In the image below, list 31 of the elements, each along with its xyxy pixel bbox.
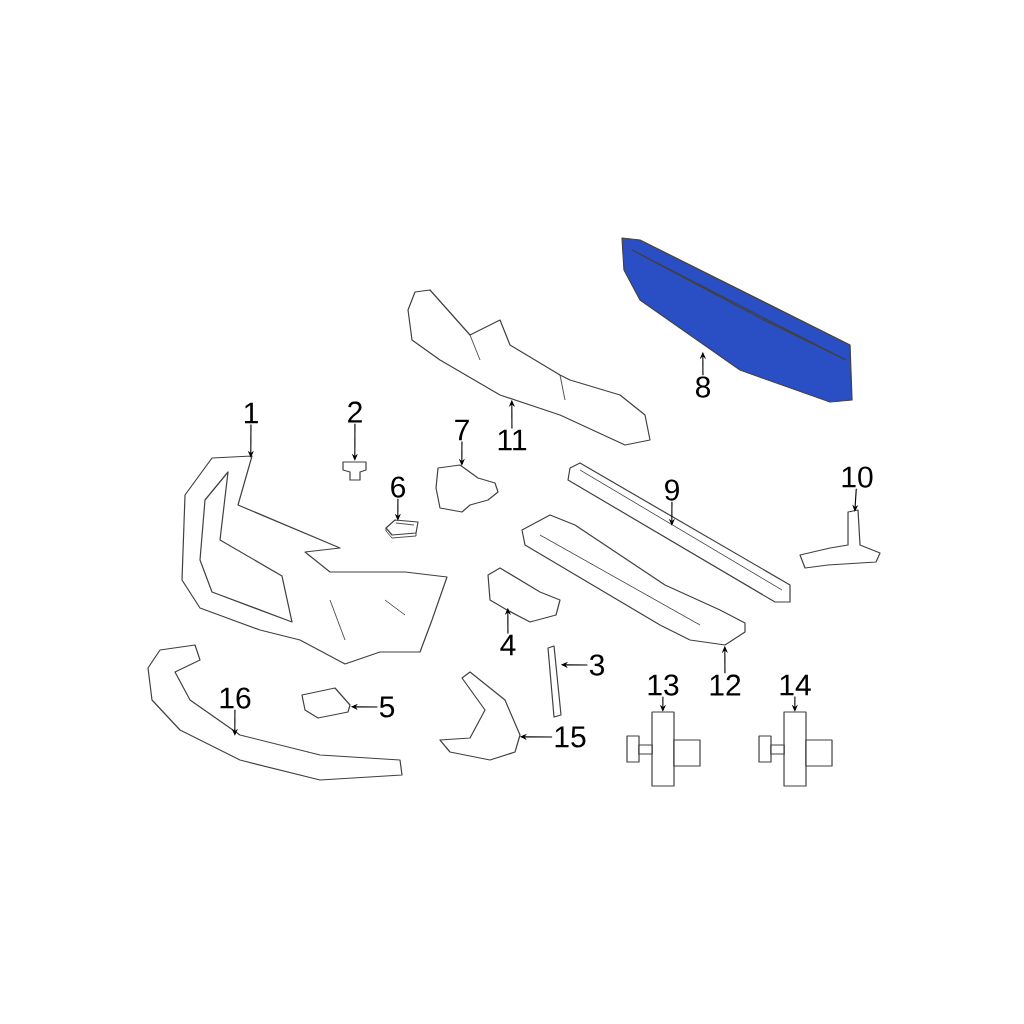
callout-number: 2	[348, 401, 362, 423]
beam-drawing	[567, 462, 791, 603]
callout-number: 3	[589, 654, 605, 676]
bracket-drawing	[487, 567, 561, 623]
callout-number: 14	[780, 674, 811, 696]
clip-drawing	[342, 461, 367, 481]
bumper-cover-drawing	[181, 455, 448, 665]
strip-drawing	[547, 645, 562, 718]
mount-bracket-drawing	[799, 509, 881, 569]
tow-cover-drawing	[301, 687, 351, 719]
callout-number: 11	[498, 429, 527, 451]
callout-number: 1	[244, 402, 258, 424]
callout-number: 13	[648, 674, 679, 696]
cap-drawing	[385, 519, 419, 539]
callout-number: 16	[220, 687, 251, 709]
lamp-bezel-drawing	[439, 671, 521, 761]
callout-number: 7	[455, 419, 469, 441]
push-clip-drawing	[758, 711, 833, 787]
callout-number: 15	[555, 726, 586, 748]
callout-number: 6	[391, 476, 406, 498]
callout-number: 9	[665, 479, 679, 501]
callout-number: 4	[500, 634, 516, 656]
deflector-drawing	[521, 514, 746, 646]
lower-spoiler-drawing	[147, 644, 403, 781]
push-clip-drawing	[626, 711, 701, 787]
callout-number: 10	[842, 466, 873, 488]
sensor-drawing	[435, 464, 499, 513]
callout-number: 8	[695, 376, 711, 398]
reinforcement-beam-drawing	[621, 237, 853, 403]
callout-number: 5	[379, 696, 395, 718]
callout-number: 12	[710, 674, 741, 696]
